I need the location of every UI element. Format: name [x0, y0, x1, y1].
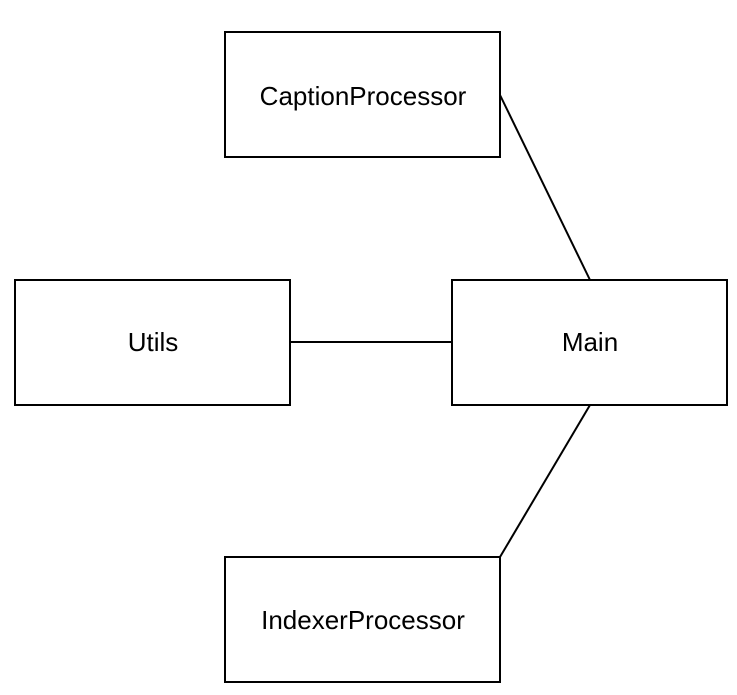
indexer-processor-box — [224, 556, 501, 683]
indexer-processor-label: IndexerProcessor — [261, 605, 465, 635]
utils-label: Utils — [128, 327, 179, 357]
node-indexer-processor[interactable]: IndexerProcessor — [224, 556, 501, 683]
caption-processor-label: CaptionProcessor — [260, 81, 467, 111]
node-caption-processor[interactable]: CaptionProcessor — [224, 31, 501, 158]
edge-main-indexerprocessor — [499, 404, 591, 558]
edge-captionprocessor-main — [499, 94, 591, 281]
main-box — [451, 279, 728, 406]
utils-box — [14, 279, 291, 406]
main-label: Main — [562, 327, 618, 357]
node-main[interactable]: Main — [451, 279, 728, 406]
node-utils[interactable]: Utils — [14, 279, 291, 406]
caption-processor-box — [224, 31, 501, 158]
